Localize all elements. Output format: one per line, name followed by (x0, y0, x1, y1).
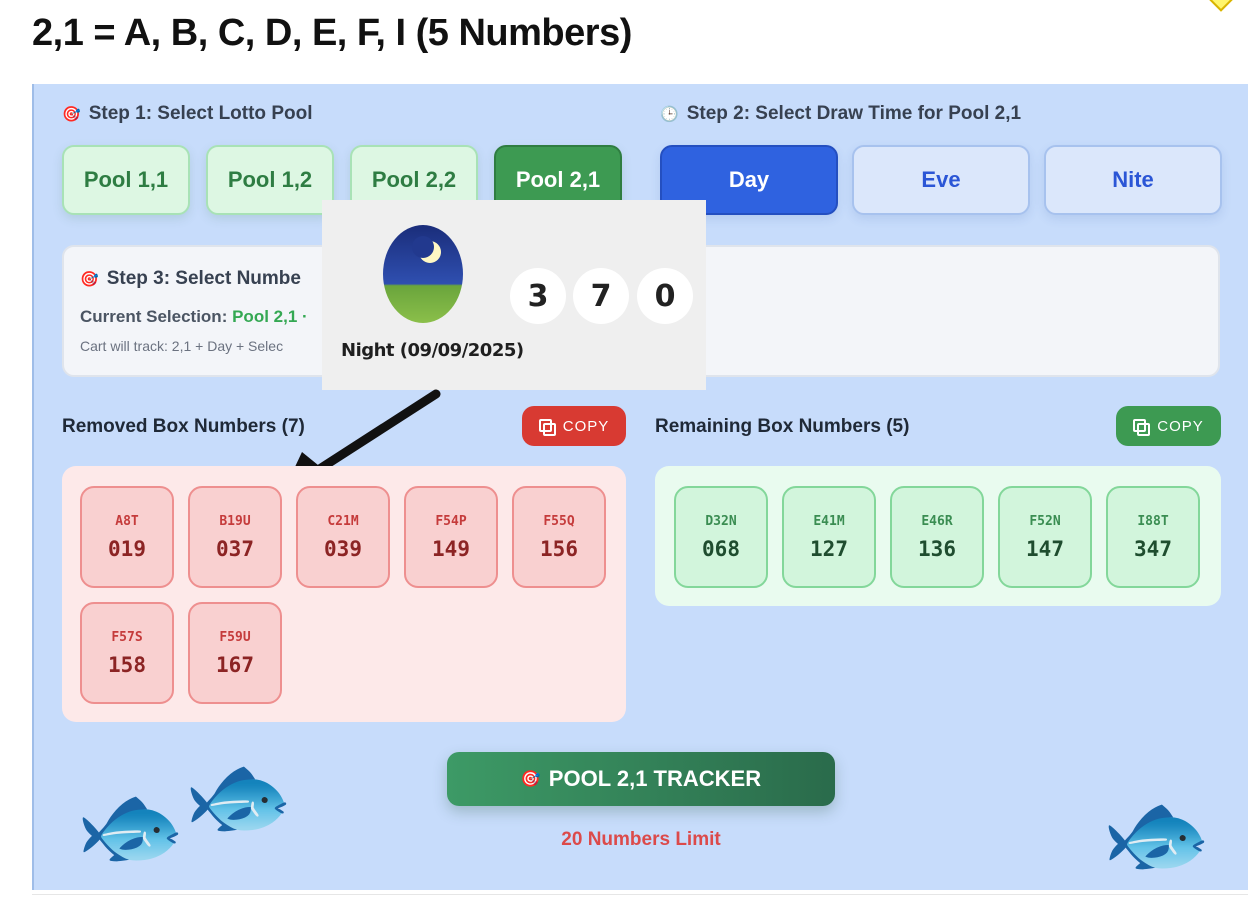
time-button-nite[interactable]: Nite (1044, 145, 1222, 215)
box-number: 019 (108, 536, 146, 561)
pool-button-1-2[interactable]: Pool 1,2 (206, 145, 334, 215)
target-icon: 🎯 (80, 271, 99, 288)
step3-label: Step 3: Select Numbe (106, 268, 301, 289)
current-selection-prefix: Current Selection: (80, 307, 228, 326)
step2-label: Step 2: Select Draw Time for Pool 2,1 (686, 103, 1022, 124)
remaining-box-tile[interactable]: E46R 136 (890, 486, 984, 588)
pool-tracker-button[interactable]: 🎯 POOL 2,1 TRACKER (447, 752, 835, 806)
pool-button-1-1[interactable]: Pool 1,1 (62, 145, 190, 215)
box-code: A8T (115, 513, 139, 529)
page-title: 2,1 = A, B, C, D, E, F, I (5 Numbers) (32, 12, 632, 54)
removed-box-tile[interactable]: F55Q 156 (512, 486, 606, 588)
box-number: 149 (432, 536, 470, 561)
removed-box-tile[interactable]: F54P 149 (404, 486, 498, 588)
box-number: 156 (540, 536, 578, 561)
remaining-label: Remaining Box Numbers (5) (655, 416, 910, 437)
remaining-box-tile[interactable]: I88T 347 (1106, 486, 1200, 588)
copy-removed-button[interactable]: COPY (522, 406, 626, 446)
removed-box-tile[interactable]: C21M 039 (296, 486, 390, 588)
remaining-box-tile[interactable]: D32N 068 (674, 486, 768, 588)
box-number: 158 (108, 652, 146, 677)
box-number: 127 (810, 536, 848, 561)
box-number: 147 (1026, 536, 1064, 561)
removed-label: Removed Box Numbers (7) (62, 416, 305, 437)
step1-heading: 🎯 Step 1: Select Lotto Pool (62, 103, 313, 125)
box-code: E46R (921, 513, 953, 529)
removed-box-tile[interactable]: B19U 037 (188, 486, 282, 588)
box-code: C21M (327, 513, 359, 529)
box-code: F57S (111, 629, 143, 645)
result-ball: 7 (573, 268, 629, 324)
removed-box-tile[interactable]: F57S 158 (80, 602, 174, 704)
box-number: 167 (216, 652, 254, 677)
result-ball: 3 (510, 268, 566, 324)
current-selection-value: Pool 2,1 · (232, 307, 308, 326)
cart-track-text: Cart will track: 2,1 + Day + Selec (80, 338, 284, 354)
step3-heading: 🎯 Step 3: Select Numbe (80, 268, 301, 290)
copy-removed-label: COPY (562, 417, 610, 435)
draw-date-label: Night (09/09/2025) (341, 340, 524, 361)
step1-label: Step 1: Select Lotto Pool (88, 103, 313, 124)
box-number: 136 (918, 536, 956, 561)
removed-box-tile[interactable]: F59U 167 (188, 602, 282, 704)
current-selection: Current Selection: Pool 2,1 · (80, 307, 308, 327)
copy-remaining-label: COPY (1157, 417, 1204, 435)
clock-icon: 🕒 (660, 106, 679, 123)
time-button-eve[interactable]: Eve (852, 145, 1030, 215)
diamond-icon (1208, 0, 1234, 12)
box-number: 068 (702, 536, 740, 561)
box-code: D32N (705, 513, 737, 529)
divider (32, 894, 1248, 895)
box-code: E41M (813, 513, 845, 529)
fish-icon: 🐟 (184, 744, 294, 847)
box-code: F52N (1029, 513, 1061, 529)
copy-icon (1133, 419, 1151, 436)
remaining-box-tile[interactable]: F52N 147 (998, 486, 1092, 588)
box-number: 039 (324, 536, 362, 561)
box-number: 347 (1134, 536, 1172, 561)
box-code: F55Q (543, 513, 575, 529)
box-code: F54P (435, 513, 467, 529)
box-code: B19U (219, 513, 251, 529)
target-icon: 🎯 (520, 771, 541, 788)
step2-heading: 🕒 Step 2: Select Draw Time for Pool 2,1 (660, 103, 1021, 125)
fish-icon: 🐟 (76, 774, 186, 877)
numbers-limit-text: 20 Numbers Limit (561, 829, 721, 850)
result-ball: 0 (637, 268, 693, 324)
tracker-label: POOL 2,1 TRACKER (548, 766, 762, 791)
box-code: F59U (219, 629, 251, 645)
box-code: I88T (1137, 513, 1169, 529)
fish-icon: 🐟 (1102, 782, 1212, 885)
copy-remaining-button[interactable]: COPY (1116, 406, 1221, 446)
copy-icon (538, 419, 556, 436)
remaining-box-tile[interactable]: E41M 127 (782, 486, 876, 588)
target-icon: 🎯 (62, 106, 81, 123)
night-moon-icon (383, 225, 463, 323)
box-number: 037 (216, 536, 254, 561)
